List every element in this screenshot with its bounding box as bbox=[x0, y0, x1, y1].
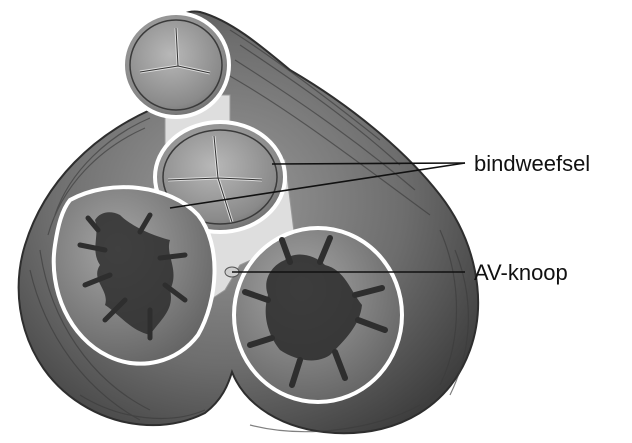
label-connective-tissue: bindweefsel bbox=[474, 151, 590, 176]
label-av-node: AV-knoop bbox=[474, 260, 568, 285]
pulmonary-valve bbox=[123, 13, 229, 117]
leader-line-connective-tissue-upper bbox=[272, 163, 465, 164]
tricuspid-valve bbox=[234, 228, 402, 402]
